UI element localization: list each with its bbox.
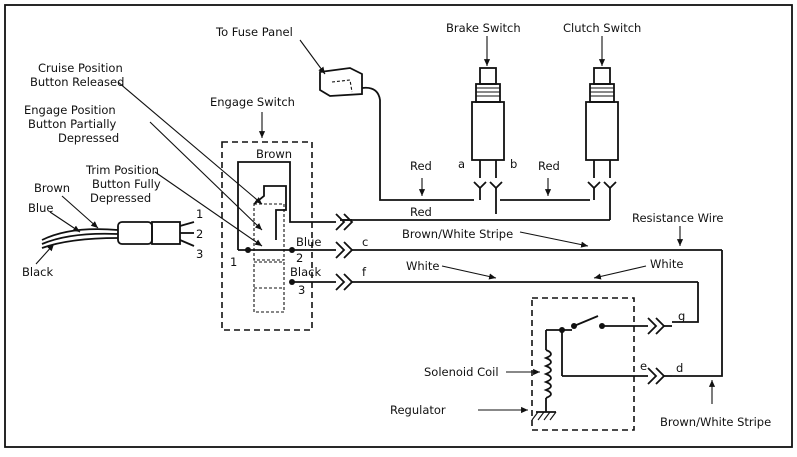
switch-pin-1: 1	[230, 255, 237, 269]
white-right-label: White	[650, 257, 683, 271]
solenoid-coil-label: Solenoid Coil	[424, 365, 499, 379]
engage-switch-label: Engage Switch	[210, 95, 295, 109]
cruise-position-label-1: Cruise Position	[38, 61, 123, 75]
resistance-wire-label: Resistance Wire	[632, 211, 724, 225]
clutch-switch-label: Clutch Switch	[563, 21, 641, 35]
terminal-e: e	[640, 359, 647, 373]
trim-position-label-3: Depressed	[90, 191, 151, 205]
red-label-1: Red	[410, 159, 432, 173]
white-wire-to-g	[672, 282, 699, 323]
fuse-panel-connector	[319, 67, 363, 97]
switch-pin-3: 3	[298, 283, 305, 297]
regulator-internals	[531, 315, 672, 421]
connector-row	[292, 213, 722, 291]
diagram-border	[4, 4, 793, 448]
trim-position-label-2: Button Fully	[92, 177, 161, 191]
engage-position-label-1: Engage Position	[24, 103, 116, 117]
harness-black-label: Black	[22, 265, 53, 279]
red-feed-wire	[361, 86, 474, 201]
harness-pin-2: 2	[196, 227, 203, 241]
white-left-arrow	[441, 265, 497, 280]
cruise-position-leader	[117, 81, 263, 205]
white-left-label: White	[406, 259, 439, 273]
switch-pin-2: 2	[296, 251, 303, 265]
harness-black-arrow	[35, 243, 55, 265]
harness-pin-1: 1	[196, 207, 203, 221]
regulator-label: Regulator	[390, 403, 446, 417]
terminal-c: c	[362, 235, 368, 249]
terminal-f: f	[362, 265, 367, 279]
engage-position-label-3: Depressed	[58, 131, 119, 145]
brake-switch-label: Brake Switch	[446, 21, 521, 35]
red-label-2: Red	[538, 159, 560, 173]
brake-switch	[471, 67, 505, 214]
harness-blue-label: Blue	[28, 201, 53, 215]
red-main-label: Red	[410, 205, 432, 219]
terminal-b: b	[510, 157, 517, 171]
clutch-switch	[340, 67, 619, 221]
brown-white-stripe-label: Brown/White Stripe	[402, 227, 513, 241]
white-right-arrow	[593, 265, 647, 280]
harness-blue-arrow	[49, 211, 81, 233]
brown-white-wire-to-d	[672, 250, 723, 377]
terminal-g: g	[678, 309, 685, 323]
harness-brown-arrow	[61, 195, 99, 229]
terminal-a: a	[458, 157, 465, 171]
harness-plug	[41, 221, 195, 249]
brown-white-stripe-bottom-label: Brown/White Stripe	[660, 415, 771, 429]
brown-white-label-arrow	[519, 231, 589, 248]
black-wire-label: Black	[290, 265, 321, 279]
engage-position-label-2: Button Partially	[28, 117, 117, 131]
cruise-position-label-2: Button Released	[30, 75, 124, 89]
engage-position-leader	[149, 121, 263, 231]
brown-wire-label: Brown	[256, 147, 292, 161]
fuse-panel-leader	[299, 39, 326, 75]
to-fuse-panel-label: To Fuse Panel	[215, 25, 293, 39]
trim-position-label-1: Trim Position	[85, 163, 159, 177]
regulator-box	[531, 297, 635, 431]
harness-pin-3: 3	[196, 247, 203, 261]
engage-switch-box	[221, 141, 313, 331]
trim-position-leader	[154, 171, 263, 247]
harness-brown-label: Brown	[34, 181, 70, 195]
terminal-d: d	[676, 361, 683, 375]
blue-wire-label: Blue	[296, 235, 321, 249]
